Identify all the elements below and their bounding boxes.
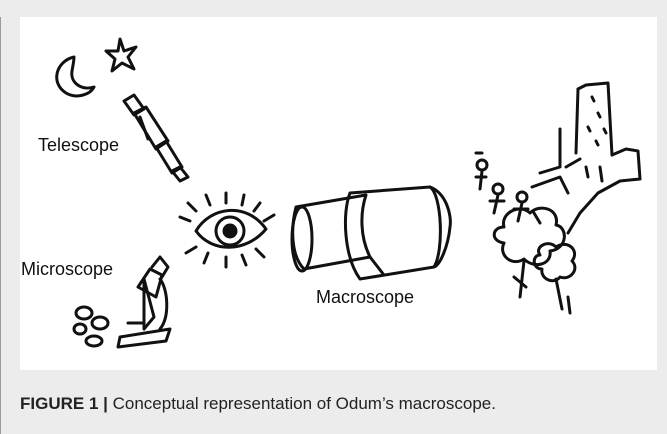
landscape-icon (476, 83, 640, 313)
figure-number: FIGURE 1 | (20, 394, 108, 413)
moon-icon (57, 57, 94, 96)
caption-text: Conceptual representation of Odum’s macr… (108, 394, 496, 413)
macroscope-label: Macroscope (316, 287, 414, 308)
macroscope-icon (292, 187, 450, 279)
illustration-panel: Telescope Microscope Macroscope (20, 17, 657, 370)
telescope-label: Telescope (38, 135, 119, 156)
frame-border (0, 17, 1, 434)
star-icon (106, 39, 136, 71)
sketch-illustration (20, 17, 657, 370)
telescope-icon (124, 95, 188, 181)
microscope-label: Microscope (21, 259, 113, 280)
figure-caption: FIGURE 1 | Conceptual representation of … (20, 394, 496, 414)
eye-icon (180, 193, 274, 267)
